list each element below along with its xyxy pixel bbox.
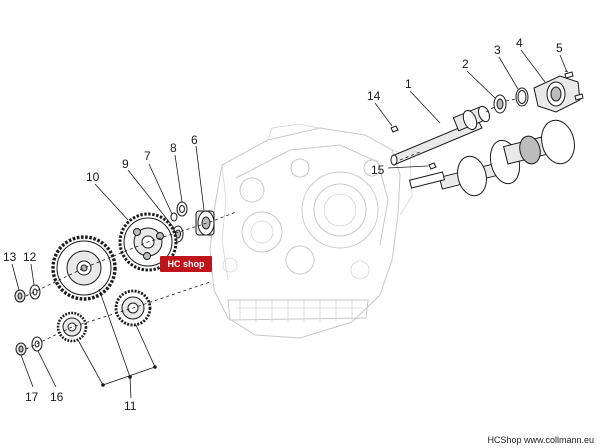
callout-2: 2 <box>462 57 469 71</box>
part-bearing-2 <box>493 94 507 114</box>
engine-crankcase-ghost <box>209 123 413 339</box>
callout-14: 14 <box>367 89 381 103</box>
callout-3: 3 <box>494 43 501 57</box>
part-nut-13 <box>14 289 26 303</box>
part-o-ring-3 <box>515 87 529 107</box>
part-flange-cover-4 <box>533 75 581 113</box>
hc-shop-watermark: HC shop <box>160 256 212 272</box>
callout-10: 10 <box>86 170 100 184</box>
assembly-axes <box>25 98 517 350</box>
part-washer-7 <box>170 212 178 222</box>
part-large-gear <box>51 235 117 301</box>
callout-11: 11 <box>124 399 137 413</box>
part-ring-8 <box>176 201 188 217</box>
callout-13: 13 <box>3 250 17 264</box>
callout-17: 17 <box>25 390 39 404</box>
callout-5: 5 <box>556 41 563 55</box>
callout-8: 8 <box>170 141 177 155</box>
part-countershaft <box>390 105 491 166</box>
part-nut-17 <box>15 342 27 356</box>
part-washer-12 <box>29 284 41 300</box>
callout-9: 9 <box>122 157 129 171</box>
callout-4: 4 <box>516 36 523 50</box>
callout-1: 1 <box>405 77 412 91</box>
callout-16: 16 <box>50 390 64 404</box>
callout-7: 7 <box>144 149 151 163</box>
part-key-14 <box>390 125 399 133</box>
crankshaft <box>408 119 575 197</box>
footer-credit: HCShop www.collmann.eu <box>487 435 594 445</box>
callout-labels: 1 2 3 4 5 6 7 8 9 10 11 12 13 14 15 16 1… <box>3 36 563 413</box>
callout-15: 15 <box>371 163 385 177</box>
leader-lines <box>11 49 569 399</box>
part-key-15 <box>428 162 437 170</box>
part-screws-5 <box>564 71 584 101</box>
callout-12: 12 <box>23 250 37 264</box>
callout-6: 6 <box>191 133 198 147</box>
part-bearing-6 <box>195 210 215 236</box>
